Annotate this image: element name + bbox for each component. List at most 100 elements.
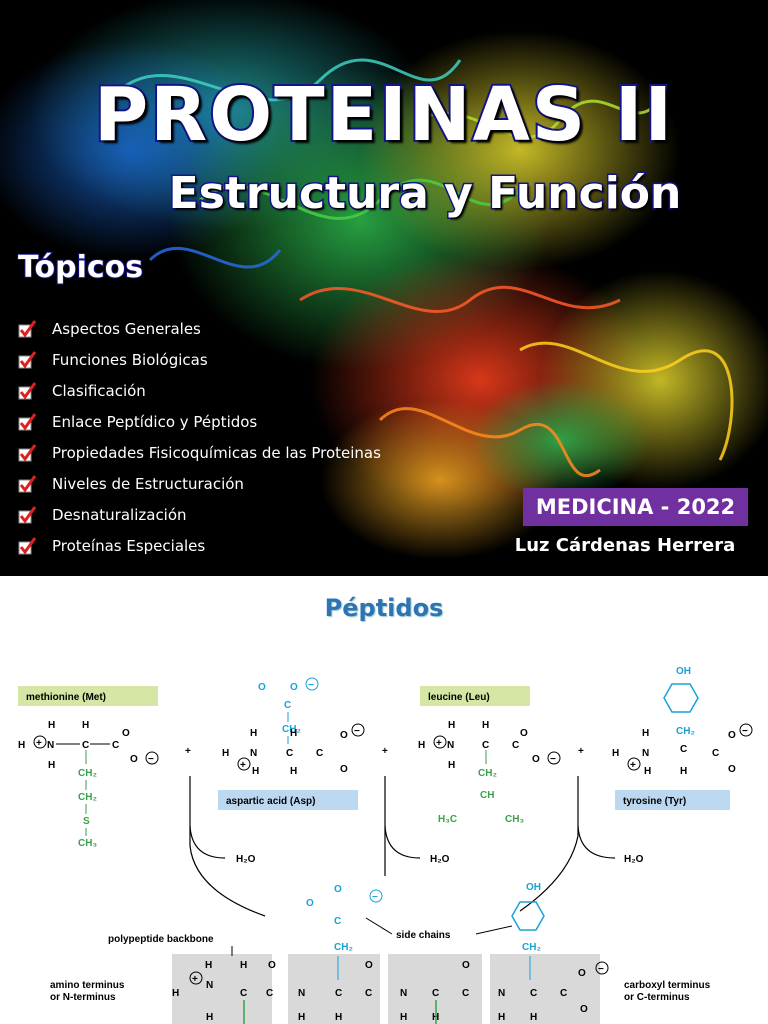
svg-text:H: H bbox=[448, 720, 455, 731]
topic-label: Aspectos Generales bbox=[52, 319, 201, 338]
svg-text:−: − bbox=[372, 892, 378, 903]
svg-text:H: H bbox=[18, 740, 25, 751]
svg-text:H: H bbox=[82, 720, 89, 731]
amino-terminus-label: amino terminus bbox=[50, 980, 125, 991]
svg-text:OH: OH bbox=[676, 666, 691, 677]
red-checkmark-icon bbox=[18, 350, 37, 368]
topic-label: Clasificación bbox=[52, 381, 146, 400]
svg-text:H: H bbox=[48, 760, 55, 771]
svg-text:O: O bbox=[340, 730, 348, 741]
carboxyl-terminus-alt-label: or C-terminus bbox=[624, 992, 690, 1003]
topic-label: Funciones Biológicas bbox=[52, 350, 208, 369]
red-checkmark-icon bbox=[18, 474, 37, 492]
svg-text:H: H bbox=[48, 720, 55, 731]
svg-text:C: C bbox=[432, 988, 439, 999]
svg-text:H: H bbox=[530, 1012, 537, 1023]
svg-text:+: + bbox=[578, 746, 584, 757]
svg-text:N: N bbox=[206, 980, 213, 991]
svg-text:H: H bbox=[612, 748, 619, 759]
svg-text:C: C bbox=[462, 988, 469, 999]
red-checkmark-icon bbox=[18, 505, 37, 523]
svg-text:H: H bbox=[222, 748, 229, 759]
svg-text:+: + bbox=[192, 974, 198, 985]
title-slide: PROTEINAS II Estructura y Función Tópico… bbox=[0, 0, 768, 576]
slide-title: PROTEINAS II bbox=[92, 70, 674, 160]
svg-text:OH: OH bbox=[526, 882, 541, 893]
svg-text:C: C bbox=[286, 748, 293, 759]
svg-text:N: N bbox=[642, 748, 649, 759]
svg-text:H: H bbox=[642, 728, 649, 739]
svg-text:S: S bbox=[83, 816, 90, 827]
side-chains-label: side chains bbox=[396, 930, 451, 941]
red-checkmark-icon bbox=[18, 381, 37, 399]
label-box bbox=[218, 790, 358, 810]
svg-text:O: O bbox=[306, 898, 314, 909]
topic-item: Enlace Peptídico y Péptidos bbox=[18, 406, 381, 437]
svg-text:C: C bbox=[112, 740, 119, 751]
svg-text:C: C bbox=[335, 988, 342, 999]
topic-item: Proteínas Especiales bbox=[18, 530, 381, 561]
svg-text:C: C bbox=[530, 988, 537, 999]
author-name: Luz Cárdenas Herrera bbox=[514, 535, 736, 556]
svg-text:−: − bbox=[148, 754, 154, 765]
svg-text:H: H bbox=[290, 728, 297, 739]
svg-text:+: + bbox=[36, 738, 42, 749]
topic-label: Proteínas Especiales bbox=[52, 536, 206, 555]
topics-heading: Tópicos bbox=[17, 249, 144, 286]
svg-text:C: C bbox=[334, 916, 341, 927]
slide-title: Péptidos bbox=[324, 594, 444, 622]
svg-text:C: C bbox=[266, 988, 273, 999]
label-box bbox=[615, 790, 730, 810]
svg-text:C: C bbox=[240, 988, 247, 999]
svg-text:O: O bbox=[290, 682, 298, 693]
topic-item: Niveles de Estructuración bbox=[18, 468, 381, 499]
svg-text:CH₂: CH₂ bbox=[334, 942, 353, 953]
svg-text:H: H bbox=[172, 988, 179, 999]
svg-text:CH₂: CH₂ bbox=[78, 768, 97, 779]
svg-text:−: − bbox=[598, 964, 604, 975]
svg-text:H₃C: H₃C bbox=[438, 814, 457, 825]
amino-acid-label: tyrosine (Tyr) bbox=[623, 796, 686, 807]
svg-text:C: C bbox=[82, 740, 89, 751]
svg-text:C: C bbox=[512, 740, 519, 751]
svg-text:H: H bbox=[448, 760, 455, 771]
svg-text:O: O bbox=[340, 764, 348, 775]
svg-text:−: − bbox=[354, 726, 360, 737]
svg-text:−: − bbox=[308, 680, 314, 691]
svg-text:O: O bbox=[580, 1004, 588, 1015]
svg-text:H: H bbox=[240, 960, 247, 971]
svg-text:O: O bbox=[520, 728, 528, 739]
topic-label: Niveles de Estructuración bbox=[52, 474, 244, 493]
svg-text:H: H bbox=[298, 1012, 305, 1023]
svg-text:CH: CH bbox=[480, 790, 494, 801]
topic-label: Propiedades Fisicoquímicas de las Protei… bbox=[52, 443, 381, 462]
svg-text:N: N bbox=[447, 740, 454, 751]
topic-label: Enlace Peptídico y Péptidos bbox=[52, 412, 258, 431]
label-box bbox=[18, 686, 158, 706]
water-label: H₂O bbox=[236, 854, 256, 865]
carboxyl-terminus-label: carboxyl terminus bbox=[624, 980, 711, 991]
svg-text:H: H bbox=[250, 728, 257, 739]
svg-text:CH₂: CH₂ bbox=[676, 726, 695, 737]
svg-text:+: + bbox=[240, 760, 246, 771]
svg-text:H: H bbox=[418, 740, 425, 751]
svg-text:+: + bbox=[436, 738, 442, 749]
svg-text:H: H bbox=[335, 1012, 342, 1023]
svg-text:O: O bbox=[268, 960, 276, 971]
svg-text:CH₃: CH₃ bbox=[78, 838, 97, 849]
water-label: H₂O bbox=[430, 854, 450, 865]
red-checkmark-icon bbox=[18, 319, 37, 337]
red-checkmark-icon bbox=[18, 536, 37, 554]
label-box bbox=[420, 686, 530, 706]
amino-acid-label: methionine (Met) bbox=[26, 692, 106, 703]
svg-text:N: N bbox=[250, 748, 257, 759]
svg-text:C: C bbox=[560, 988, 567, 999]
svg-text:H: H bbox=[252, 766, 259, 777]
topic-label: Desnaturalización bbox=[52, 505, 187, 524]
svg-text:O: O bbox=[532, 754, 540, 765]
topic-item: Propiedades Fisicoquímicas de las Protei… bbox=[18, 437, 381, 468]
